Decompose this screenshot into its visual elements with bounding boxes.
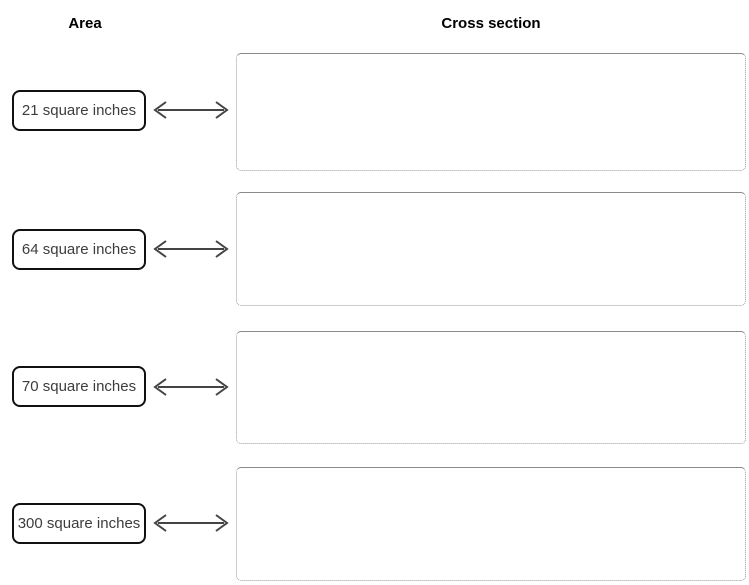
double-arrow-icon: [150, 511, 232, 535]
area-column-header: Area: [68, 15, 102, 32]
area-card-label: 21 square inches: [21, 102, 137, 119]
cross-section-dropzone-2[interactable]: [236, 192, 746, 306]
area-card-64[interactable]: 64 square inches: [12, 229, 146, 270]
area-card-label: 70 square inches: [21, 378, 137, 395]
cross-section-dropzone-3[interactable]: [236, 331, 746, 444]
area-card-70[interactable]: 70 square inches: [12, 366, 146, 407]
area-card-label: 300 square inches: [17, 515, 141, 532]
area-card-label: 64 square inches: [21, 241, 137, 258]
area-card-300[interactable]: 300 square inches: [12, 503, 146, 544]
double-arrow-icon: [150, 237, 232, 261]
cross-section-dropzone-1[interactable]: [236, 53, 746, 171]
cross-section-dropzone-4[interactable]: [236, 467, 746, 581]
cross-section-column-header: Cross section: [441, 15, 541, 32]
area-card-21[interactable]: 21 square inches: [12, 90, 146, 131]
double-arrow-icon: [150, 98, 232, 122]
double-arrow-icon: [150, 375, 232, 399]
